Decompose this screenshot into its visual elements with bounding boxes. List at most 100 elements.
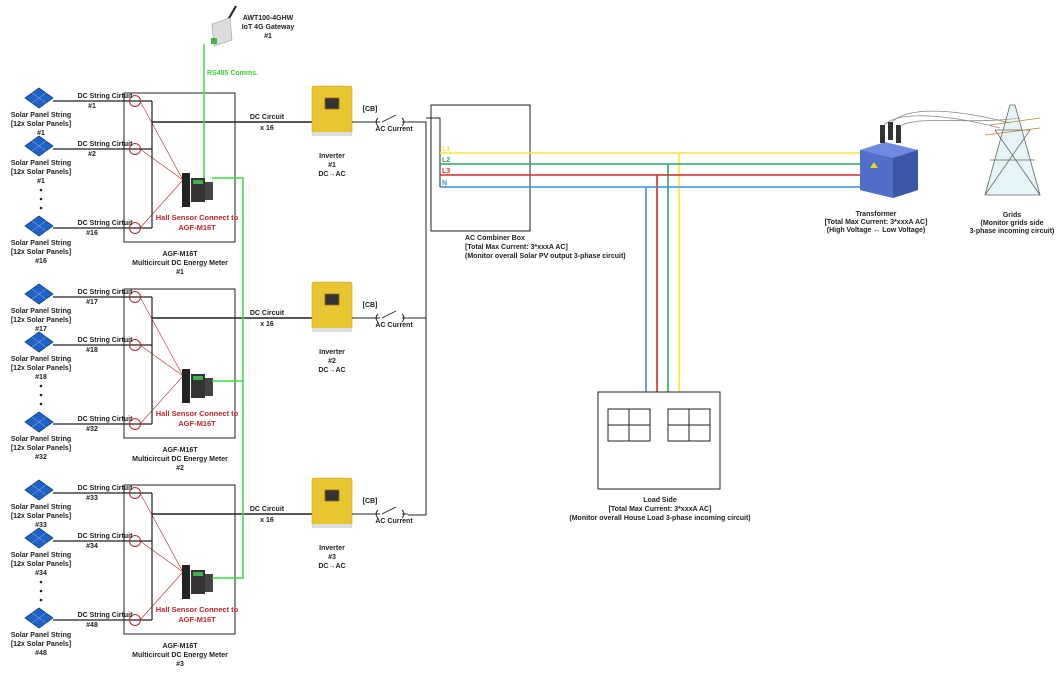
- transformer-max-current: [Total Max Current: 3*xxxA AC]: [825, 219, 928, 226]
- gateway-number: #1: [264, 33, 272, 40]
- transformer-title: Transformer: [856, 211, 897, 218]
- panel-count: [12x Solar Panels]: [11, 561, 71, 568]
- meter-number: #2: [176, 465, 184, 472]
- ellipsis-dot: [39, 206, 43, 210]
- hall-sensor-icon: [129, 291, 141, 303]
- hall-sensor-wire: [139, 296, 184, 377]
- phase-line-n: N: [440, 180, 862, 392]
- hall-sensor-wire: [139, 540, 184, 573]
- string-circuit-label: DC String Cirtuit: [78, 93, 133, 100]
- ellipsis-dot: [39, 580, 43, 584]
- inverter-number: #3: [328, 554, 336, 561]
- panel-count: [12x Solar Panels]: [11, 121, 71, 128]
- panel-number: #32: [35, 454, 47, 461]
- hall-sensor-label: Hall Sensor Connect to: [156, 605, 239, 614]
- meter-name: Multicircuit DC Energy Meter: [132, 652, 228, 659]
- string-circuit-label: DC String Cirtuit: [78, 289, 133, 296]
- meter-group: DC String Cirtuit #17 Solar Panel String [1…: [11, 281, 413, 472]
- panel-count: [12x Solar Panels]: [11, 641, 71, 648]
- phase-line-l3: L3: [440, 168, 862, 392]
- ellipsis-dot: [39, 384, 43, 388]
- string-circuit-label: DC String Cirtuit: [78, 416, 133, 423]
- panel-number: #17: [35, 326, 47, 333]
- ac-current-label: AC Current: [375, 322, 413, 329]
- panel-label: Solar Panel String: [11, 160, 71, 167]
- hall-sensor-wire: [139, 100, 184, 181]
- ac-current-label: AC Current: [375, 518, 413, 525]
- solar-panel-icon: [24, 479, 54, 501]
- inverter-icon: [311, 477, 353, 528]
- panel-count: [12x Solar Panels]: [11, 365, 71, 372]
- inverter-conversion: DC→AC: [318, 171, 345, 178]
- transformer: Transformer [Total Max Current: 3*xxxA A…: [825, 110, 1021, 234]
- dc-circuit-label: DC Circuit: [250, 506, 285, 513]
- load-note: (Monitor overall House Load 3-phase inco…: [569, 515, 750, 522]
- panel-number: #48: [35, 650, 47, 657]
- meter-box: [123, 484, 236, 635]
- panel-label: Solar Panel String: [11, 112, 71, 119]
- panel-number: #33: [35, 522, 47, 529]
- hall-sensor-label: Hall Sensor Connect to: [156, 213, 239, 222]
- meter-model: AGF-M16T: [163, 447, 199, 454]
- string-circuit-number: #32: [86, 426, 98, 433]
- inverter-label: Inverter: [319, 545, 345, 552]
- ellipsis-dot: [39, 598, 43, 602]
- dc-circuit-count: x 16: [260, 321, 274, 328]
- panel-label: Solar Panel String: [11, 308, 71, 315]
- gateway-icon: [211, 5, 237, 47]
- panel-count: [12x Solar Panels]: [11, 249, 71, 256]
- string-circuit-label: DC String Cirtuit: [78, 533, 133, 540]
- ac-combiner-box: AC Combiner Box [Total Max Current: 3*xx…: [430, 104, 626, 260]
- meter-name: Multicircuit DC Energy Meter: [132, 456, 228, 463]
- grid: Grids (Monitor grids side 3-phase incomi…: [970, 104, 1054, 235]
- circuit-breaker-icon: [352, 310, 408, 323]
- ellipsis-dot: [39, 197, 43, 201]
- panel-count: [12x Solar Panels]: [11, 169, 71, 176]
- iot-gateway: AWT100-4GHW IoT 4G Gateway #1: [211, 5, 294, 47]
- hall-sensor-wire: [139, 148, 184, 181]
- panel-label: Solar Panel String: [11, 504, 71, 511]
- rs485-label: RS485 Comms.: [207, 70, 258, 77]
- hall-sensor-label: Hall Sensor Connect to: [156, 409, 239, 418]
- combiner-max-current: [Total Max Current: 3*xxxA AC]: [465, 244, 568, 251]
- rs485-bus: [203, 44, 244, 579]
- grid-title: Grids: [1003, 212, 1021, 219]
- string-circuit-number: #48: [86, 622, 98, 629]
- phase-label: L1: [442, 146, 450, 153]
- ellipsis-dot: [39, 393, 43, 397]
- inverter-icon: [311, 85, 353, 136]
- energy-meter-icon: [182, 565, 213, 599]
- string-circuit-number: #16: [86, 230, 98, 237]
- breaker-panel-icon: [607, 408, 711, 442]
- solar-string: DC String Cirtuit #17 Solar Panel String [1…: [11, 283, 184, 377]
- string-circuit-number: #33: [86, 495, 98, 502]
- ellipsis-dot: [39, 589, 43, 593]
- hall-sensor-label: AGF-M16T: [178, 615, 216, 624]
- panel-number: #1: [37, 178, 45, 185]
- ac-current-label: AC Current: [375, 126, 413, 133]
- string-circuit-label: DC String Cirtuit: [78, 485, 133, 492]
- meter-model: AGF-M16T: [163, 251, 199, 258]
- panel-label: Solar Panel String: [11, 632, 71, 639]
- transformer-icon: [860, 122, 918, 198]
- hall-sensor-icon: [129, 95, 141, 107]
- dc-circuit-count: x 16: [260, 125, 274, 132]
- solar-panel-icon: [24, 331, 54, 353]
- grid-note-1: (Monitor grids side: [981, 220, 1044, 227]
- gateway-model: AWT100-4GHW: [243, 15, 294, 22]
- energy-meter-icon: [182, 369, 213, 403]
- string-circuit-number: #34: [86, 543, 98, 550]
- hv-lines: [883, 110, 1021, 129]
- load-side: Load Side [Total Max Current: 3*xxxA AC]…: [569, 391, 751, 522]
- hall-sensor-wire: [139, 344, 184, 377]
- inverter-conversion: DC→AC: [318, 367, 345, 374]
- phase-label: L3: [442, 168, 450, 175]
- hall-sensor-wire: [139, 571, 184, 621]
